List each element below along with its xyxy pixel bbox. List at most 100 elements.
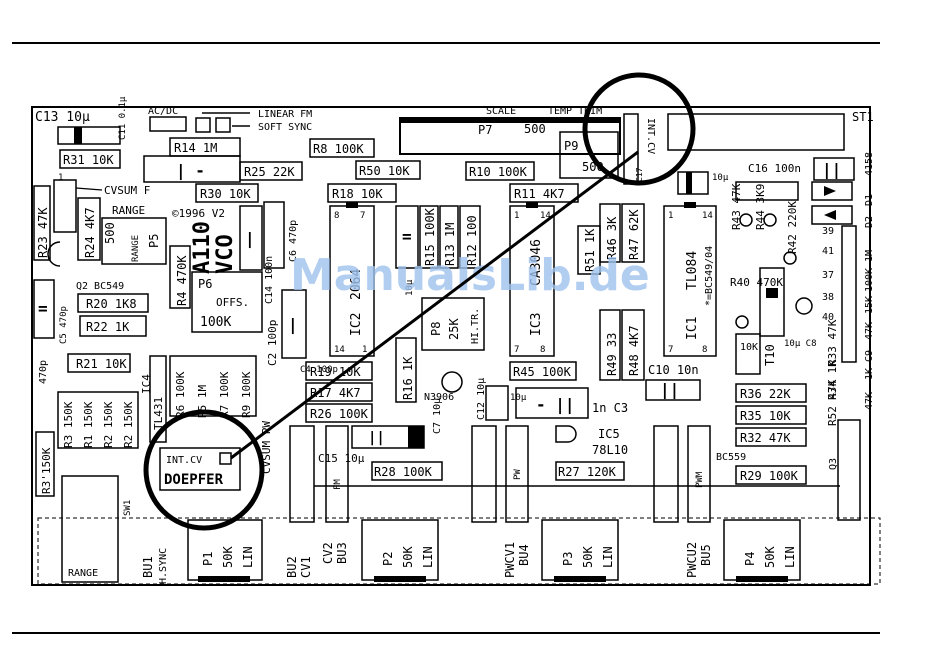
r51-label: R51 1K (583, 228, 597, 272)
board-outline (31, 106, 871, 586)
r20-label: R20 1K8 (86, 297, 137, 311)
r29-label: R29 100K (740, 469, 799, 483)
r48-label: R48 4K7 (627, 325, 641, 376)
int-cv-pad (159, 447, 241, 491)
svg-text:7: 7 (514, 345, 519, 355)
pwm-label: PWM (695, 471, 705, 488)
ic2-part: 2064 (349, 269, 364, 300)
pwcv1-label: PWCV1 (503, 542, 517, 578)
r32-label: R32 47K (740, 431, 791, 445)
r21-label: R21 10K (76, 357, 127, 371)
r1m-label: 1M (864, 250, 875, 262)
p5-value: 500 (103, 222, 117, 244)
r15-label: R15 100K (423, 207, 437, 266)
watermark: ManualsLib.de (290, 250, 650, 301)
c13-cap (57, 126, 121, 145)
q2-label: Q2 BC549 (76, 281, 124, 292)
connection-line (230, 150, 639, 460)
ic1-label: IC1 (685, 317, 700, 340)
svg-text:7: 7 (668, 345, 673, 355)
top-rule (12, 42, 880, 44)
n38-label: 38 (822, 292, 834, 303)
p4-value: 50K (763, 546, 777, 568)
bc559-label: BC559 (716, 452, 746, 463)
r4-label: R4 470K (175, 255, 189, 306)
acdc-jumper (149, 116, 187, 132)
linear-fm-label: LINEAR FM (258, 109, 312, 120)
svg-text:14: 14 (702, 211, 713, 221)
linear-fm-jumper (195, 117, 211, 133)
r18-label: R18 10K (332, 187, 383, 201)
c12-label: C12 10µ (476, 378, 487, 420)
svg-text:||: || (660, 380, 679, 400)
r34-label: R34 1K (826, 360, 839, 400)
range-title-label: RANGE (112, 204, 145, 217)
sw1-switch (61, 475, 119, 583)
bottom-rule (12, 632, 880, 634)
ic2-pin14: 14 (334, 345, 345, 355)
r100k-label: 100K (864, 268, 875, 292)
c16b-label: 10µ (712, 173, 729, 183)
c5-label: C5 470p (59, 306, 69, 344)
r16-label: R16 1K (401, 356, 415, 400)
p5-label: P5 (147, 234, 161, 248)
bu1-label: BU1 (141, 556, 155, 578)
acdc-label: AC/DC (148, 106, 178, 117)
r2a-label: R2 150K (102, 401, 115, 448)
pwcu2-label: PWCU2 (685, 542, 699, 578)
n41-label: 41 (822, 246, 834, 257)
svg-text:47K: 47K (864, 392, 875, 410)
ic2-pin8: 8 (334, 211, 339, 221)
bu2-label: BU2 (285, 556, 299, 578)
bu5-label: BU5 (699, 544, 713, 566)
c7-cap-label: 10µ (405, 279, 415, 296)
range-bottom-label: RANGE (68, 568, 98, 579)
r10-label: R10 100K (469, 165, 528, 179)
r42-label: R42 220K (786, 201, 799, 254)
p7-value: 500 (524, 122, 546, 136)
c9-label: C9 (864, 350, 875, 362)
svg-text:||: || (822, 160, 841, 180)
p9-trimmer (559, 131, 619, 179)
bu4-label: BU4 (517, 544, 531, 566)
int-cv-top-label: INT.CV (645, 118, 656, 154)
ic1-note: *=BC549/04 (704, 246, 715, 306)
r3p-label: R3'150K (40, 447, 53, 494)
r36-label: R36 22K (740, 387, 791, 401)
svg-text:1: 1 (58, 173, 63, 183)
n39-label: 39 (822, 226, 834, 237)
c9-cap-top (677, 171, 709, 195)
q3-label: Q3 (828, 458, 839, 470)
ic2-pin7: 7 (360, 211, 365, 221)
r7-label: R7 100K (218, 371, 231, 418)
svg-text:- ||: - || (536, 395, 575, 415)
model-b-label: VCO (213, 234, 238, 274)
c14-cap (239, 205, 263, 271)
svg-text:=: = (38, 299, 48, 318)
p6-value: 100K (200, 315, 231, 330)
p6-offs-label: OFFS. (216, 296, 249, 309)
r12-label: R12 100 (465, 215, 479, 266)
soft-sync-label: SOFT SYNC (258, 122, 312, 133)
highlight-circle-bottom (143, 409, 265, 531)
cv2-label: CV2 (321, 542, 335, 564)
p3-value: 50K (581, 546, 595, 568)
c16-label: C16 100n (748, 162, 801, 175)
ic5-label: IC5 (598, 427, 620, 441)
r30-label: R30 10K (200, 187, 251, 201)
cvsum-f-label: CVSUM F (104, 184, 150, 197)
model-a-label: A110 (190, 221, 215, 274)
c3-cap (515, 387, 589, 419)
d1-diode (811, 181, 853, 201)
c17-label: C17 (635, 167, 644, 182)
r33-label: R33 47K (826, 319, 839, 366)
n40-label: 40 (822, 312, 834, 323)
r15k-label: 15K (864, 296, 875, 314)
r13-label: R13 1M (443, 223, 457, 266)
r50-label: R50 10K (359, 164, 410, 178)
c7-label: C7 10µ (432, 398, 443, 434)
c13-label: C13 10µ (35, 110, 90, 125)
svg-text:8: 8 (540, 345, 545, 355)
bu3-label: BU3 (335, 542, 349, 564)
